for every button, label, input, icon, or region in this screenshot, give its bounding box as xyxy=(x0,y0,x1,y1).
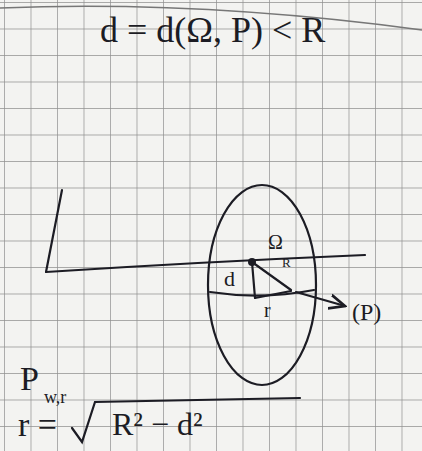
plane-arrow xyxy=(296,292,345,306)
circle-radius xyxy=(255,291,291,298)
figure xyxy=(46,185,365,442)
radical-sign xyxy=(72,398,300,442)
label: w,r xyxy=(44,388,66,406)
label: d = d(Ω, P) < R xyxy=(100,12,325,48)
center-point xyxy=(248,258,256,266)
sphere xyxy=(208,185,316,385)
label: R xyxy=(282,256,291,269)
axis xyxy=(46,255,365,272)
label: r = xyxy=(18,408,57,442)
label: P xyxy=(20,362,39,396)
label: (P) xyxy=(352,300,381,324)
label: Ω xyxy=(268,232,283,252)
axis xyxy=(46,190,62,272)
label: r xyxy=(264,300,271,320)
label: R² − d² xyxy=(112,408,203,440)
distance-line xyxy=(252,262,255,298)
label: d xyxy=(224,268,235,290)
